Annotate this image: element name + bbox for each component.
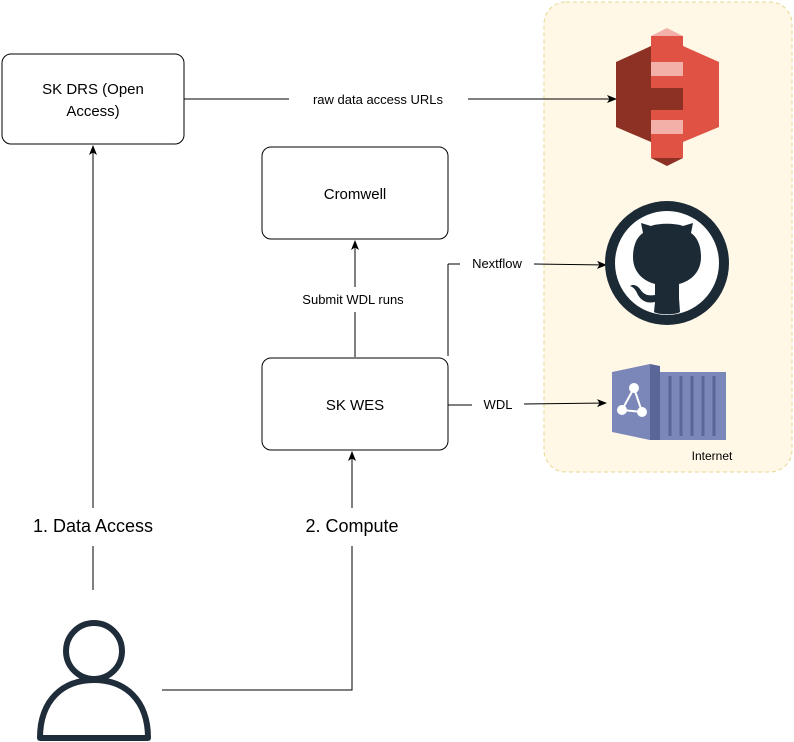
docker-container-icon: [612, 364, 726, 440]
edge-wdl-label: WDL: [484, 397, 513, 412]
edge-nextflow: Nextflow: [447, 256, 607, 356]
aws-s3-bucket-icon: [616, 28, 719, 166]
github-octocat-icon: [605, 201, 729, 325]
edge-wdl: WDL: [448, 397, 607, 412]
edge-compute-label: 2. Compute: [305, 516, 398, 536]
internet-label: Internet: [692, 449, 733, 463]
sk-wes-node[interactable]: SK WES: [261, 357, 449, 451]
edge-data-access: 1. Data Access: [33, 145, 153, 590]
edge-nextflow-label: Nextflow: [472, 256, 522, 271]
edge-data-access-label: 1. Data Access: [33, 516, 153, 536]
edge-raw-data: raw data access URLs: [184, 92, 617, 107]
sk-drs-label-line1: SK DRS (Open: [42, 81, 144, 98]
user-person-icon: [37, 620, 151, 741]
sk-wes-label: SK WES: [326, 397, 384, 414]
edge-raw-data-label: raw data access URLs: [313, 92, 444, 107]
cromwell-label: Cromwell: [324, 186, 387, 203]
sk-drs-label-line2: Access): [66, 103, 119, 120]
edge-compute: 2. Compute: [162, 451, 399, 691]
edge-submit-wdl: Submit WDL runs: [302, 240, 404, 357]
sk-drs-node[interactable]: SK DRS (Open Access): [1, 53, 185, 145]
cromwell-node[interactable]: Cromwell: [261, 146, 449, 240]
edge-submit-wdl-label: Submit WDL runs: [302, 292, 404, 307]
